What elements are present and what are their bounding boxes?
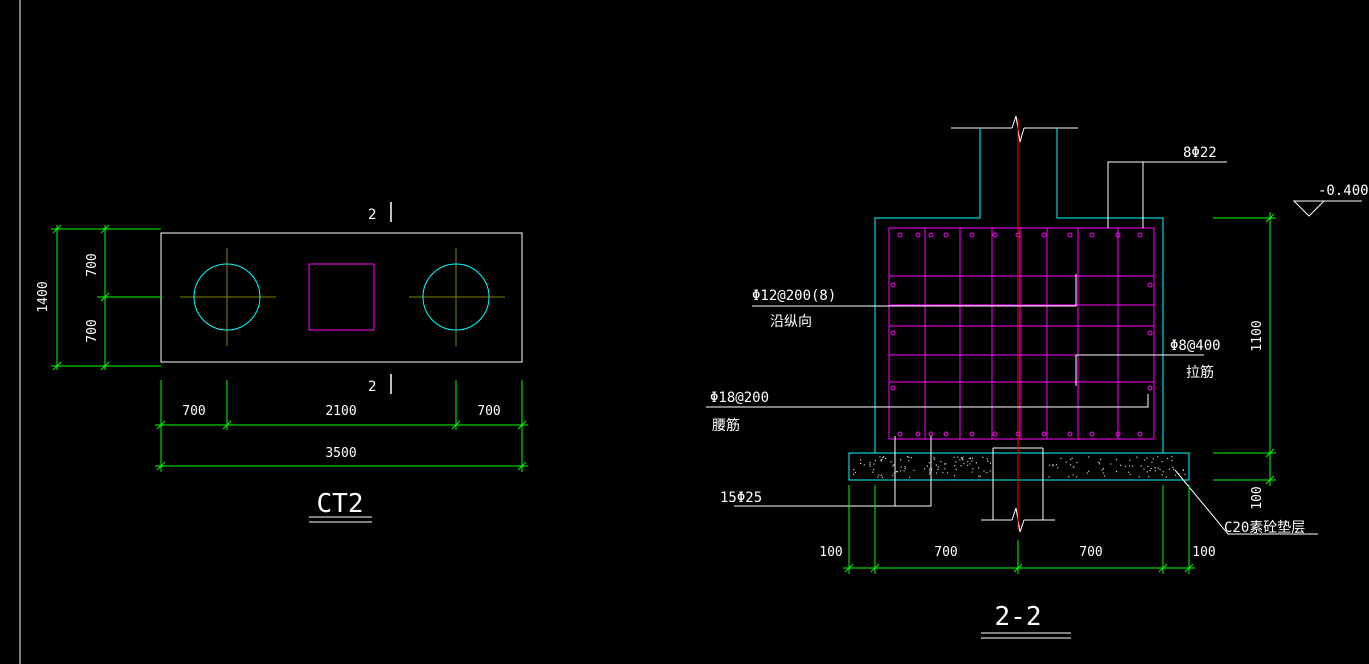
leader-lines [706,161,1318,535]
column-square [308,263,375,331]
section-title: 2-2 [995,602,1042,632]
plan-view-ct2: 2 2 1400 700 700 [36,202,528,523]
dim-section-right: 700 [1079,545,1102,560]
dim-plan-right: 700 [477,404,500,419]
pile-crosshairs [180,248,505,346]
label-stirrup-note: 沿纵向 [770,314,812,330]
rebar-cage [888,227,1155,440]
column-stub-top [951,115,1078,143]
section-mark-bottom-label: 2 [368,379,376,395]
plan-horizontal-dimensions [155,380,528,472]
dim-plan-half-bottom: 700 [85,319,100,342]
dim-plan-half-top: 700 [85,253,100,276]
dim-section-right-edge: 100 [1192,545,1215,560]
label-rebar-top: 8Φ22 [1183,145,1217,161]
cushion-layer [848,452,1190,481]
dim-section-left: 700 [934,545,957,560]
level-label: -0.400 [1318,183,1369,199]
label-tie-note: 拉筋 [1186,364,1214,381]
label-bottom-bar: 15Φ25 [720,490,762,506]
rebar-dots [890,232,1153,437]
dim-plan-total: 3500 [325,446,356,461]
label-tie: Φ8@400 [1170,338,1221,354]
dim-section-height: 1100 [1250,320,1265,351]
dim-plan-width: 1400 [36,281,51,312]
cap-section-outline [874,128,1164,454]
section-view-2-2: -0.400 1100 100 100 700 [706,115,1369,639]
cushion-hatch [853,456,1186,478]
dim-plan-middle: 2100 [325,404,356,419]
label-waist: Φ18@200 [710,390,769,406]
level-marker [1293,200,1362,217]
section-horizontal-dimensions [843,485,1195,574]
dim-section-cushion: 100 [1250,486,1265,509]
label-cushion: C20素砼垫层 [1224,520,1305,536]
section-vertical-dimensions [1213,212,1276,486]
plan-vertical-dimensions [51,224,161,371]
dim-section-left-edge: 100 [819,545,842,560]
label-stirrup: Φ12@200(8) [752,288,836,304]
label-waist-note: 腰筋 [712,417,740,434]
pile-circle-right [422,263,490,331]
pile-circle-left [193,263,261,331]
section-mark-top-label: 2 [368,207,376,223]
dim-plan-left: 700 [182,404,205,419]
plan-title: CT2 [317,489,364,519]
